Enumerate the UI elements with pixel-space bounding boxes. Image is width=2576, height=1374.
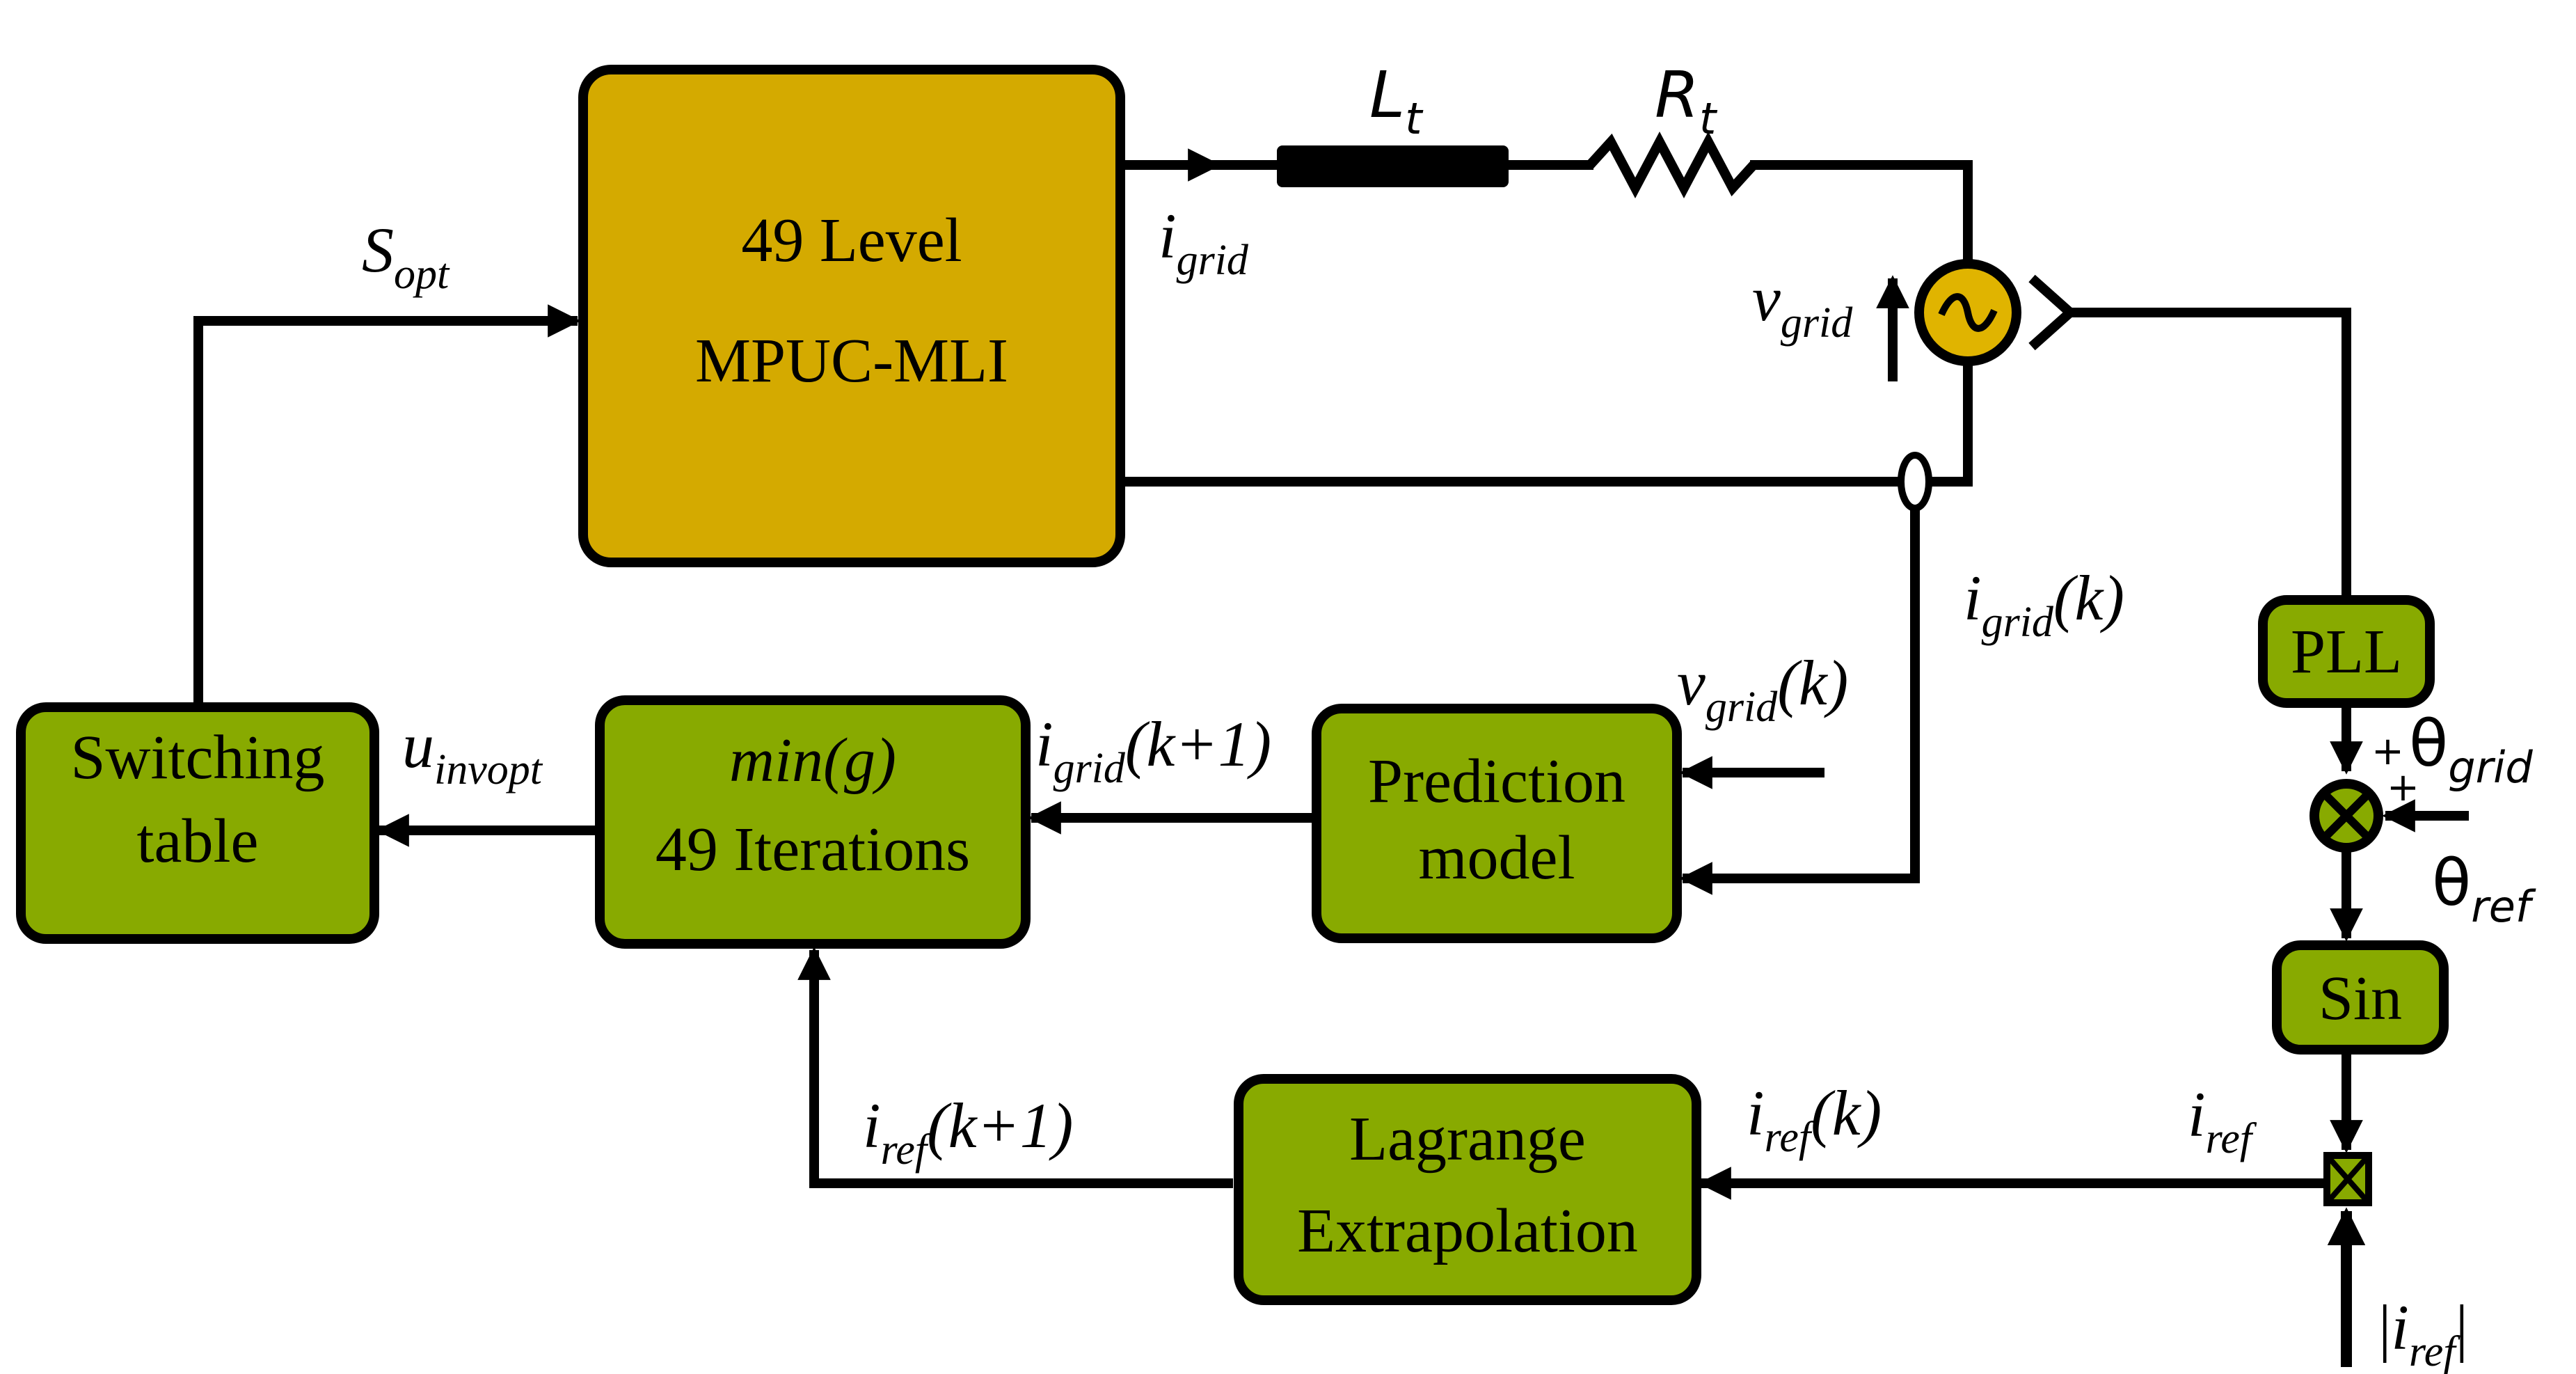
power-circuit [1122,132,1973,487]
switching-line1: Switching [70,723,324,792]
inverter-line2: MPUC-MLI [695,326,1008,395]
label-igrid-k1: igrid(k+1) [1035,709,1271,792]
label-inductor: Lt [1369,58,1424,144]
grid-voltage-source [1914,259,2021,366]
resistor-symbol [1586,132,1758,198]
pll-block: PLL [2258,595,2435,708]
inductor-symbol [1277,145,1509,187]
plus-sign-right: + [2387,765,2419,810]
lagrange-block: Lagrange Extrapolation [1234,1074,1701,1305]
switching-table-block: Switching table [16,702,379,944]
inverter-line1: 49 Level [741,206,962,275]
label-vgrid: vgrid [1752,263,1853,347]
prediction-line2: model [1419,823,1575,892]
lagrange-line1: Lagrange [1349,1105,1586,1174]
label-theta-grid: θgrid [2409,706,2533,793]
label-vgrid-k: vgrid(k) [1677,647,1848,731]
wire-source-return [1122,362,1973,487]
sin-label: Sin [2319,964,2402,1033]
prediction-model-block: Prediction model [1312,704,1682,943]
label-theta-ref: θref [2432,846,2536,932]
label-resistor: Rt [1655,58,1718,144]
label-igrid-k: igrid(k) [1964,562,2124,646]
lagrange-line2: Extrapolation [1297,1197,1638,1265]
pll-label: PLL [2291,617,2402,686]
label-sopt: Sopt [362,214,450,298]
wire-igrid-k-feedback [1679,508,1920,895]
minimizer-line1: min(g) [729,726,896,795]
current-sensor [1898,452,1932,512]
label-iref: iref [2188,1079,2257,1162]
minimizer-block: min(g) 49 Iterations [595,695,1031,949]
sum-junction [2309,779,2383,853]
wire-resistor-to-source [1750,160,1973,263]
label-iref-k: iref(k) [1747,1077,1882,1161]
inverter-block: 49 Level MPUC-MLI [578,65,1125,567]
label-igrid: igrid [1159,200,1249,284]
wire-switching-to-inverter [193,304,581,707]
label-iref-k1: iref(k+1) [863,1090,1073,1174]
multiplier-block [2323,1152,2372,1206]
prediction-line1: Prediction [1368,747,1625,816]
plus-sign-top: + [2371,729,2404,774]
sin-block: Sin [2272,940,2449,1055]
wire-lagrange-to-min [797,947,1233,1188]
switching-line2: table [137,807,259,876]
voltage-sensor-chevron [2028,274,2078,351]
label-iref-mag: |iref| [2378,1292,2468,1374]
label-uinvopt: uinvopt [402,710,543,793]
wire-vgrid-to-pll [2070,308,2351,606]
minimizer-line2: 49 Iterations [655,815,970,884]
